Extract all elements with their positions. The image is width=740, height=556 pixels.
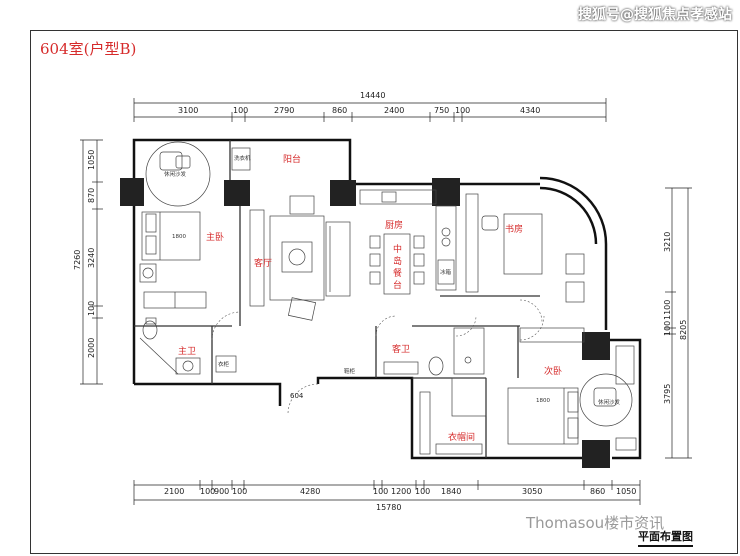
room-living-label: 客厅 bbox=[254, 257, 272, 269]
bottom-dim-11: 860 bbox=[590, 487, 605, 496]
wardrobe-label: 衣柜 bbox=[218, 360, 230, 368]
top-total-dim: 14440 bbox=[360, 91, 385, 100]
room-kitchen-label: 厨房 bbox=[385, 219, 403, 231]
right-dim-4: 3795 bbox=[663, 384, 672, 404]
top-dim-3: 2790 bbox=[274, 106, 294, 115]
room-balcony-label: 阳台 bbox=[283, 153, 301, 165]
study-furniture bbox=[465, 193, 585, 303]
master-bath-fixtures bbox=[139, 317, 237, 375]
kitchen-island bbox=[359, 189, 457, 295]
bottom-dim-10: 3050 bbox=[522, 487, 542, 496]
second-bed-size: 1800 bbox=[536, 398, 550, 404]
left-dim-2: 870 bbox=[87, 188, 96, 203]
room-guest-bath-label: 客卫 bbox=[392, 343, 410, 355]
island-label-4: 台 bbox=[393, 279, 402, 291]
living-room-furniture bbox=[249, 195, 351, 321]
top-dimension-chain bbox=[133, 98, 607, 122]
door-swings bbox=[211, 299, 545, 415]
right-dim-2: 1100 bbox=[663, 300, 672, 320]
island-label-3: 餐 bbox=[393, 267, 402, 279]
bottom-dim-4: 100 bbox=[232, 487, 247, 496]
bottom-dim-12: 1050 bbox=[616, 487, 636, 496]
balcony-furniture bbox=[145, 141, 251, 207]
room-cloakroom-label: 衣帽间 bbox=[448, 431, 475, 443]
bottom-total-dim: 15780 bbox=[376, 503, 401, 512]
right-dimension-chain bbox=[665, 187, 692, 459]
bottom-dim-7: 1200 bbox=[391, 487, 411, 496]
top-dim-5: 2400 bbox=[384, 106, 404, 115]
fridge-label: 冰箱 bbox=[440, 268, 452, 276]
bottom-dim-3: 900 bbox=[214, 487, 229, 496]
structural-columns bbox=[120, 178, 610, 468]
washer-label: 洗衣机 bbox=[234, 154, 251, 162]
bottom-dim-2: 100 bbox=[200, 487, 215, 496]
right-total-dim: 8205 bbox=[679, 320, 688, 340]
top-dim-8: 4340 bbox=[520, 106, 540, 115]
master-wardrobe bbox=[143, 291, 207, 309]
top-dim-6: 750 bbox=[434, 106, 449, 115]
bottom-dim-5: 4280 bbox=[300, 487, 320, 496]
right-dim-3: 100 bbox=[663, 321, 672, 336]
left-dim-1: 1050 bbox=[87, 150, 96, 170]
room-second-bedroom-label: 次卧 bbox=[544, 365, 562, 377]
plan-title: 604室(户型B) bbox=[40, 40, 137, 58]
top-dim-2: 100 bbox=[233, 106, 248, 115]
bottom-dimension-chain bbox=[133, 480, 641, 505]
guest-bath-fixtures bbox=[383, 327, 487, 417]
bottom-dim-1: 2100 bbox=[164, 487, 184, 496]
room-master-bath-label: 主卫 bbox=[178, 345, 196, 357]
left-dim-3: 3240 bbox=[87, 248, 96, 268]
cloakroom-shelves bbox=[419, 391, 483, 455]
second-bedroom-furniture bbox=[507, 327, 637, 451]
leisure-chair-label-2: 休闲沙发 bbox=[598, 398, 621, 406]
island-label-2: 岛 bbox=[393, 255, 402, 267]
bottom-watermark: Thomasou楼市资讯 bbox=[526, 514, 665, 532]
left-total-dim: 7260 bbox=[73, 250, 82, 270]
bottom-dim-6: 100 bbox=[373, 487, 388, 496]
room-study-label: 书房 bbox=[505, 223, 523, 235]
master-bed bbox=[139, 211, 201, 283]
top-dim-4: 860 bbox=[332, 106, 347, 115]
left-dimension-chain bbox=[80, 139, 103, 385]
island-label-1: 中 bbox=[393, 243, 402, 255]
top-dim-1: 3100 bbox=[178, 106, 198, 115]
bottom-dim-9: 1840 bbox=[441, 487, 461, 496]
room-master-bedroom-label: 主卧 bbox=[206, 231, 224, 243]
interior-walls bbox=[134, 140, 540, 458]
shoe-cabinet-label: 鞋柜 bbox=[344, 367, 356, 375]
master-bed-size: 1800 bbox=[172, 234, 186, 240]
top-watermark: 搜狐号@搜狐焦点孝感站 bbox=[578, 7, 732, 23]
plan-caption: 平面布置图 bbox=[638, 528, 693, 547]
unit-number-label: 604 bbox=[290, 392, 304, 400]
bottom-dim-8: 100 bbox=[415, 487, 430, 496]
left-dim-4: 100 bbox=[87, 301, 96, 316]
right-dim-1: 3210 bbox=[663, 232, 672, 252]
top-dim-7: 100 bbox=[455, 106, 470, 115]
left-dim-5: 2000 bbox=[87, 338, 96, 358]
leisure-chair-label: 休闲沙发 bbox=[164, 170, 187, 178]
